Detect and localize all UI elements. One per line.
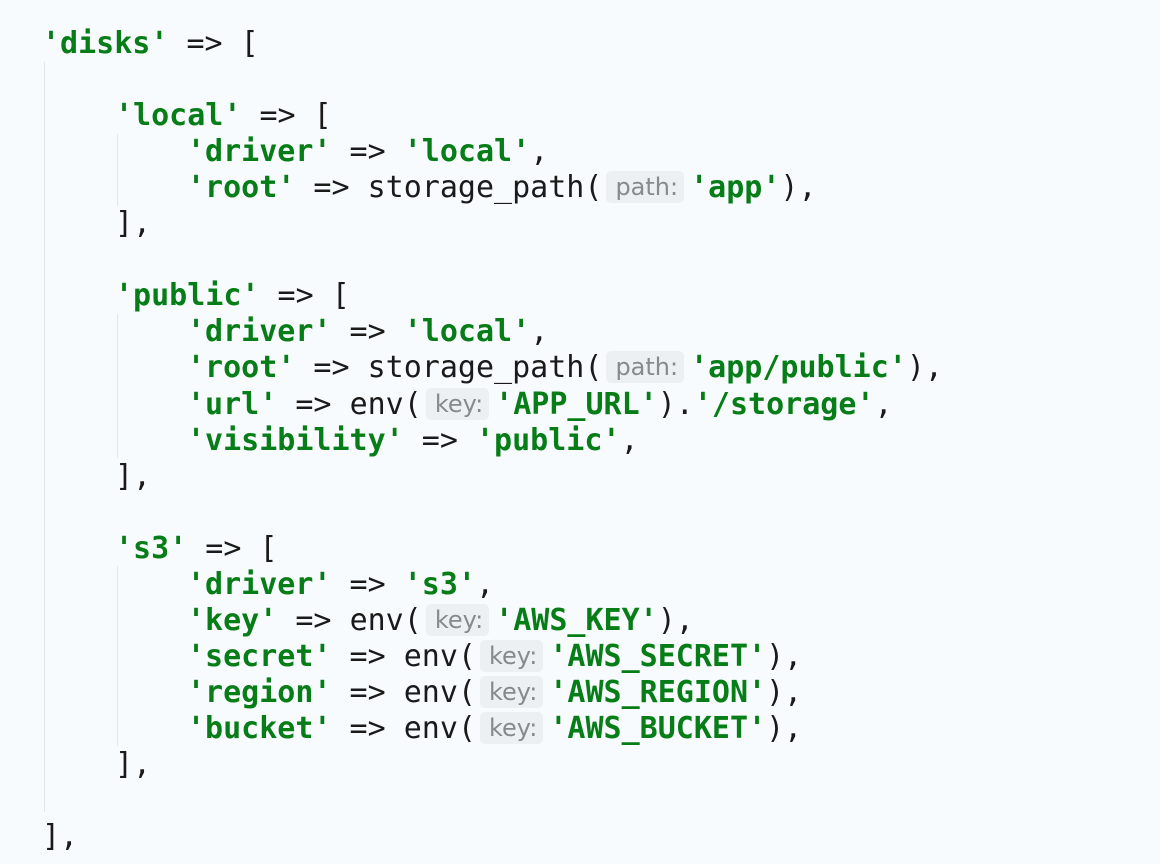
param-hint: key: — [425, 387, 490, 420]
operator-token: => — [331, 314, 404, 350]
operator-token: => — [331, 566, 404, 602]
string-token: 's3' — [115, 530, 188, 566]
code-line-8[interactable]: 'public' => [ — [115, 278, 350, 314]
code-line-20[interactable]: 'bucket' => env(key:'AWS_BUCKET'), — [187, 711, 802, 747]
punctuation-token: , — [620, 422, 639, 458]
code-line-16[interactable]: 'driver' => 's3', — [187, 567, 494, 603]
string-token: 's3' — [403, 566, 476, 602]
string-token: 'local' — [403, 134, 531, 170]
function-token: env( — [403, 710, 476, 746]
punctuation-token: ), — [657, 602, 694, 638]
punctuation-token: , — [530, 134, 549, 170]
indent-guide-local — [117, 134, 118, 206]
punctuation-token: ), — [766, 674, 803, 710]
function-token: storage_path( — [367, 350, 603, 386]
code-line-18[interactable]: 'secret' => env(key:'AWS_SECRET'), — [187, 639, 802, 675]
string-token: 'key' — [187, 602, 278, 638]
string-token: 'region' — [187, 674, 332, 710]
code-line-3[interactable]: 'local' => [ — [115, 98, 332, 134]
string-token: 'url' — [187, 386, 278, 422]
function-token: env( — [349, 602, 422, 638]
punctuation-token: , — [874, 386, 893, 422]
string-token: 'public' — [476, 422, 621, 458]
operator-token: => — [295, 350, 368, 386]
string-token: 'public' — [115, 278, 260, 314]
string-token: 'bucket' — [187, 710, 332, 746]
code-line-12[interactable]: 'visibility' => 'public', — [187, 423, 639, 459]
string-token: 'app' — [690, 170, 781, 206]
string-token: 'driver' — [187, 566, 332, 602]
string-token: 'root' — [187, 170, 296, 206]
code-line-17[interactable]: 'key' => env(key:'AWS_KEY'), — [187, 603, 694, 639]
operator-token: => [ — [241, 98, 332, 134]
code-line-11[interactable]: 'url' => env(key:'APP_URL').'/storage', — [187, 387, 893, 423]
code-line-15[interactable]: 's3' => [ — [115, 531, 278, 567]
code-line-9[interactable]: 'driver' => 'local', — [187, 314, 548, 350]
code-line-1[interactable]: 'disks' => [ — [42, 26, 259, 62]
param-hint: key: — [425, 603, 490, 636]
punctuation-token: ], — [115, 458, 152, 494]
function-token: env( — [403, 638, 476, 674]
param-hint: path: — [606, 351, 685, 384]
indent-guide-disks — [44, 62, 45, 812]
code-line-13[interactable]: ], — [115, 459, 151, 495]
function-token: env( — [403, 674, 476, 710]
string-token: 'secret' — [187, 638, 332, 674]
string-token: 'visibility' — [187, 422, 404, 458]
param-hint: key: — [480, 639, 544, 672]
code-line-10[interactable]: 'root' => storage_path(path:'app/public'… — [187, 350, 943, 386]
code-line-19[interactable]: 'region' => env(key:'AWS_REGION'), — [187, 675, 802, 711]
operator-token: => — [295, 170, 368, 206]
param-hint: key: — [480, 711, 544, 744]
string-token: 'app/public' — [690, 350, 907, 386]
string-token: 'APP_URL' — [495, 386, 658, 422]
indent-guide-s3 — [117, 566, 118, 746]
operator-token: => [ — [168, 26, 259, 61]
operator-token: => — [331, 710, 404, 746]
string-token: 'root' — [187, 350, 296, 386]
function-token: env( — [349, 386, 422, 422]
function-token: storage_path( — [367, 170, 603, 206]
punctuation-token: ), — [780, 170, 817, 206]
operator-token: => — [277, 386, 350, 422]
string-token: 'disks' — [42, 26, 169, 61]
punctuation-token: ). — [657, 386, 694, 422]
operator-token: => — [277, 602, 350, 638]
code-line-6[interactable]: ], — [115, 206, 151, 242]
operator-token: => — [331, 638, 404, 674]
string-token: '/storage' — [693, 386, 875, 422]
string-token: 'AWS_REGION' — [549, 674, 767, 710]
code-line-21[interactable]: ], — [115, 747, 151, 783]
string-token: 'AWS_SECRET' — [549, 638, 767, 674]
code-line-4[interactable]: 'driver' => 'local', — [187, 134, 548, 170]
string-token: 'local' — [403, 314, 531, 350]
code-line-23[interactable]: ], — [42, 819, 78, 855]
punctuation-token: ), — [906, 350, 943, 386]
string-token: 'driver' — [187, 314, 332, 350]
operator-token: => [ — [259, 278, 350, 314]
punctuation-token: ], — [115, 206, 152, 242]
string-token: 'AWS_BUCKET' — [549, 710, 767, 746]
punctuation-token: ], — [42, 819, 79, 855]
punctuation-token: , — [530, 314, 549, 350]
string-token: 'local' — [115, 98, 242, 134]
string-token: 'driver' — [187, 134, 332, 170]
punctuation-token: ], — [115, 747, 152, 782]
operator-token: => — [331, 674, 404, 710]
punctuation-token: ), — [766, 638, 803, 674]
string-token: 'AWS_KEY' — [495, 602, 658, 638]
punctuation-token: ), — [766, 710, 803, 746]
operator-token: => — [331, 134, 404, 170]
operator-token: => — [403, 422, 476, 458]
param-hint: path: — [606, 171, 685, 204]
operator-token: => [ — [187, 530, 278, 566]
code-line-5[interactable]: 'root' => storage_path(path:'app'), — [187, 170, 817, 206]
punctuation-token: , — [476, 566, 495, 602]
indent-guide-public — [117, 314, 118, 458]
param-hint: key: — [480, 675, 544, 708]
